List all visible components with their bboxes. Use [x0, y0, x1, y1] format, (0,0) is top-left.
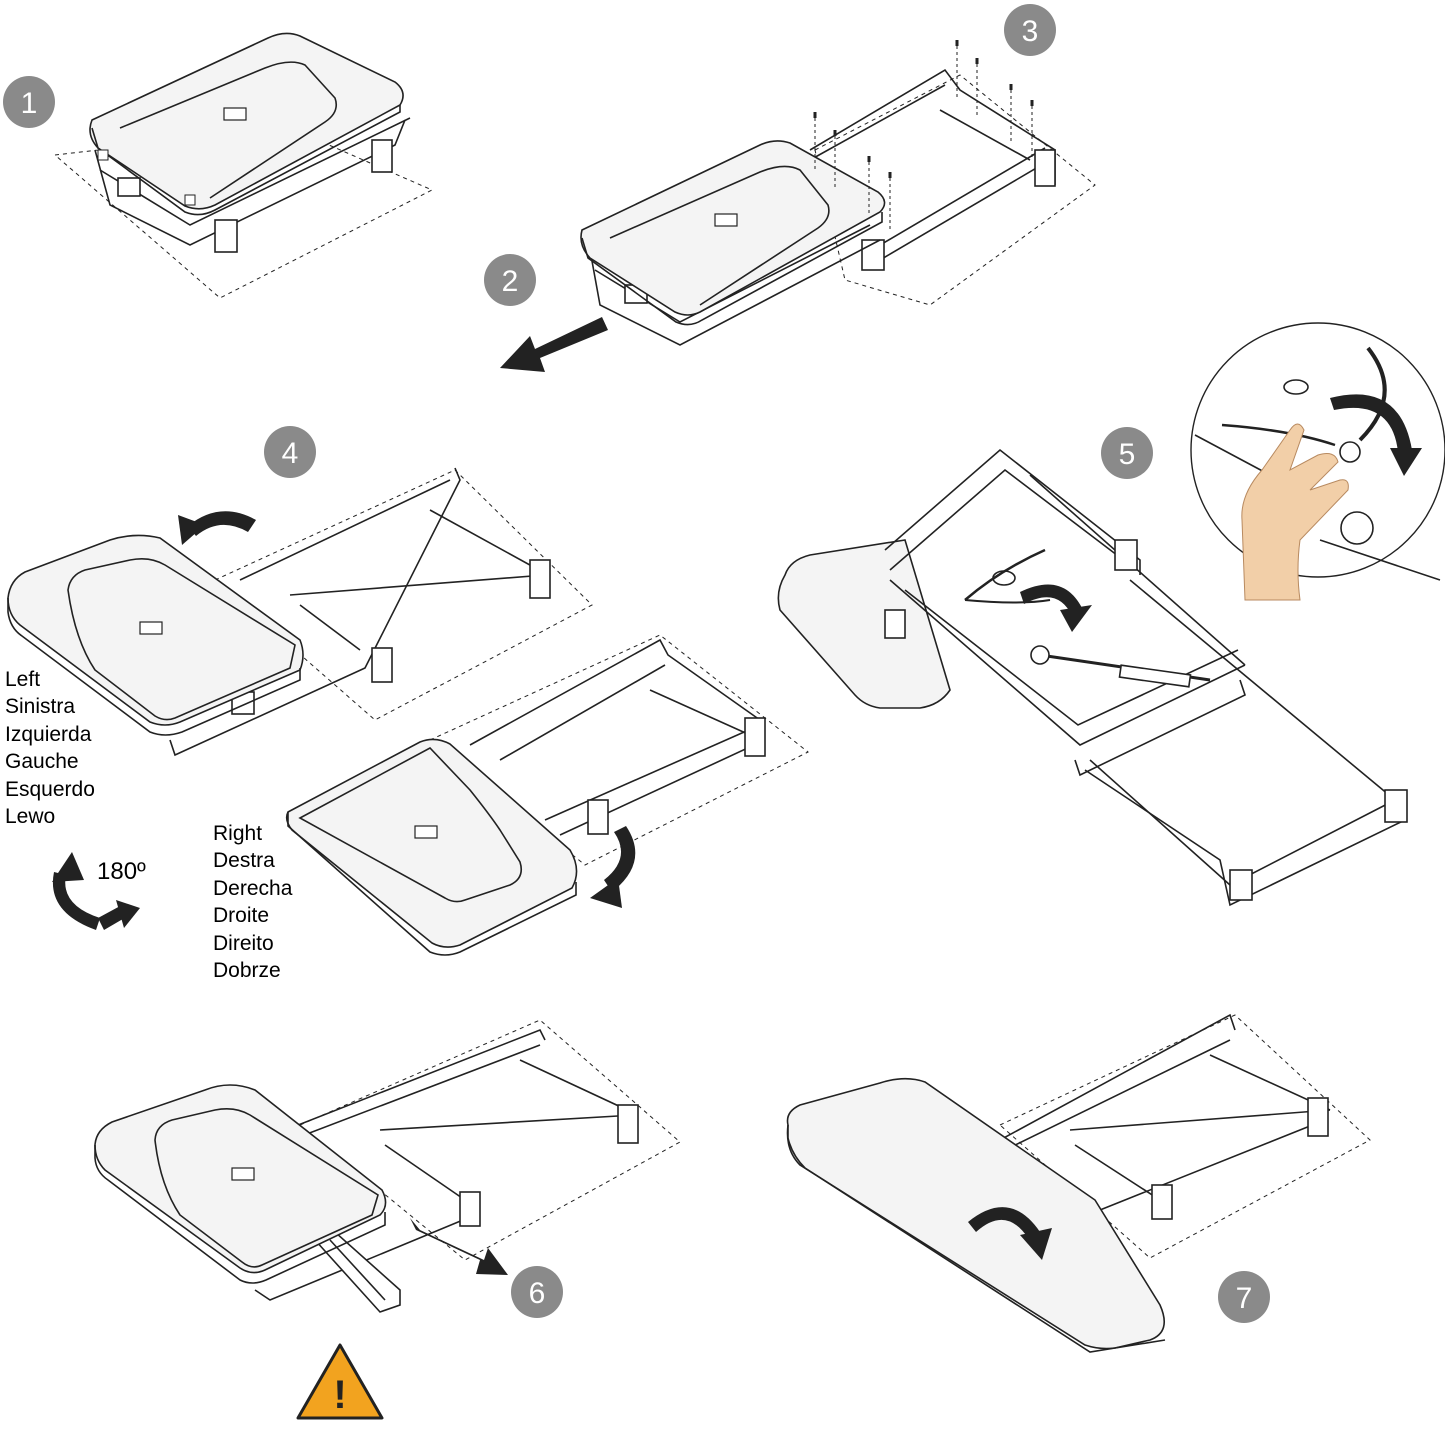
rotate-180-icon [52, 852, 140, 930]
step-4-left-illustration [7, 467, 593, 757]
step-2-3-illustration [580, 68, 1096, 346]
label-left-en: Left [5, 668, 41, 691]
label-right-es: Derecha [213, 876, 293, 900]
step-badge-2: 2 [484, 254, 536, 306]
warning-triangle-icon: ! [296, 1343, 384, 1420]
step-badge-1: 1 [3, 76, 55, 128]
step-number-5: 5 [1119, 438, 1136, 471]
label-right-en: Right [213, 822, 263, 845]
step-number-7: 7 [1236, 1282, 1253, 1315]
label-left-fr: Gauche [5, 750, 79, 774]
direction-arrow-step-2 [500, 317, 608, 372]
step-5-illustration [777, 448, 1408, 907]
step-number-3: 3 [1022, 15, 1039, 48]
label-left-pt: Esquerdo [5, 777, 95, 801]
label-left-es: Izquierda [5, 722, 92, 746]
rotation-label: 180º [97, 858, 146, 885]
step-badge-5: 5 [1101, 427, 1153, 479]
step-number-1: 1 [21, 87, 38, 120]
warning-symbol: ! [333, 1373, 346, 1417]
step-4-right-illustration [285, 634, 809, 956]
label-right-it: Destra [213, 849, 275, 873]
step-badge-6: 6 [511, 1266, 563, 1318]
label-left-it: Sinistra [5, 695, 76, 719]
step-number-4: 4 [282, 437, 299, 470]
step-6-illustration [94, 1019, 681, 1313]
step-1-illustration [53, 32, 434, 299]
curved-rotate-arrow-step-7 [968, 1207, 1052, 1260]
step-badge-3: 3 [1004, 4, 1056, 56]
left-labels: Left Sinistra Izquierda Gauche Esquerdo … [5, 666, 95, 830]
curved-rotate-arrow-detail [1330, 394, 1422, 476]
step-badge-4: 4 [264, 426, 316, 478]
right-labels: Right Destra Derecha Droite Direito Dobr… [213, 820, 292, 984]
label-left-pl: Lewo [5, 805, 56, 829]
label-right-fr: Droite [213, 904, 270, 928]
curved-rotate-arrow-step-4-right [590, 826, 636, 908]
step-7-illustration [786, 1013, 1371, 1353]
step-number-6: 6 [529, 1277, 546, 1310]
label-right-pl: Dobrze [213, 959, 281, 983]
curved-rotate-arrow-step-4 [178, 511, 256, 545]
step-badge-7: 7 [1218, 1271, 1270, 1323]
hand-icon [1241, 423, 1349, 601]
curved-rotate-arrow-step-5 [1020, 584, 1092, 632]
step-number-2: 2 [502, 265, 519, 298]
label-right-pt: Direito [213, 931, 274, 955]
direction-arrow-step-6 [410, 1218, 508, 1275]
